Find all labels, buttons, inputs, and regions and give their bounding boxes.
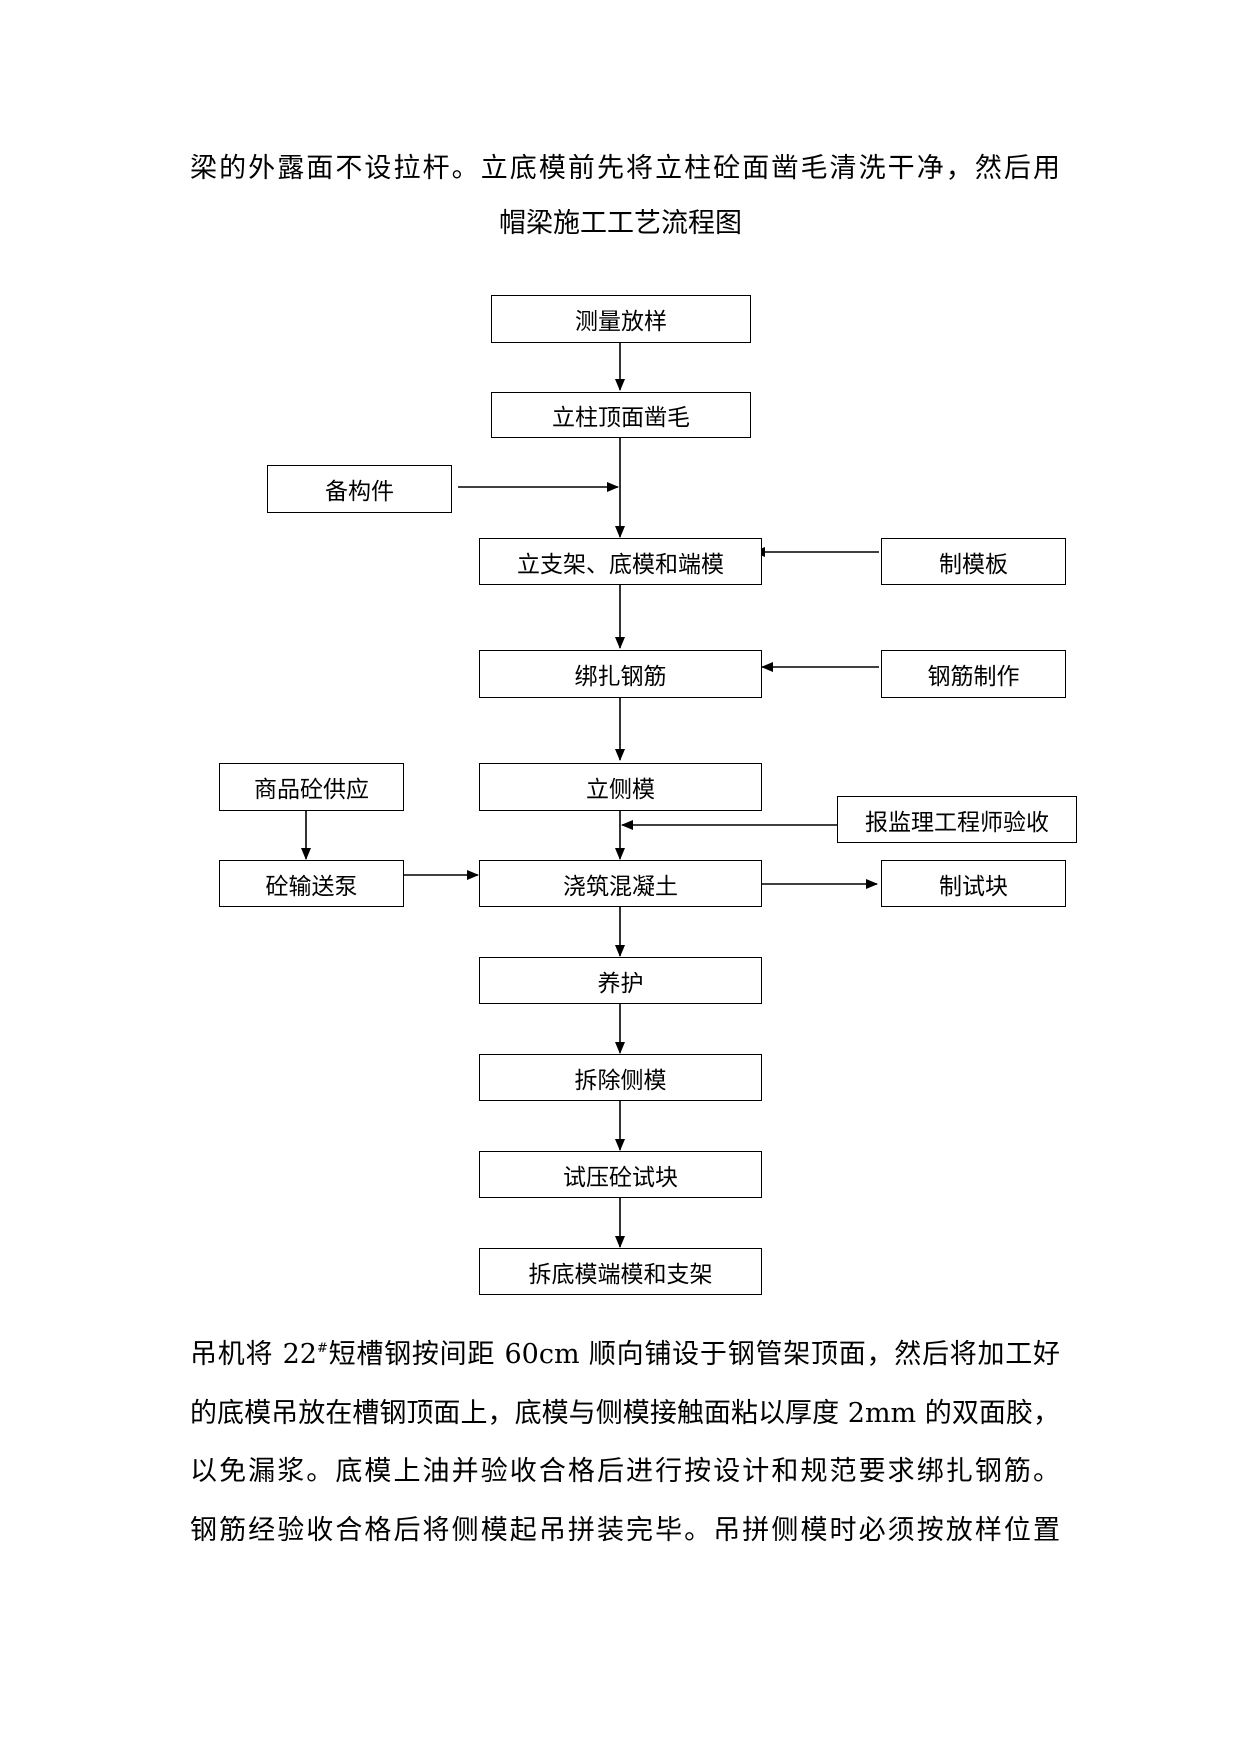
body-line-1: 吊机将 22#短槽钢按间距 60cm 顺向铺设于钢管架顶面，然后将加工好 [190, 1335, 1060, 1375]
node-press-test: 试压砼试块 [479, 1151, 762, 1198]
node-cure: 养护 [479, 957, 762, 1004]
node-chisel: 立柱顶面凿毛 [491, 392, 751, 438]
node-test-block: 制试块 [881, 860, 1066, 907]
node-remove-bottom: 拆底模端模和支架 [479, 1248, 762, 1295]
node-measure: 测量放样 [491, 295, 751, 343]
node-supply: 商品砼供应 [219, 763, 404, 811]
text-top-line: 梁的外露面不设拉杆。立底模前先将立柱砼面凿毛清洗干净，然后用 [190, 153, 1060, 184]
body-line-4: 钢筋经验收合格后将侧模起吊拼装完毕。吊拼侧模时必须按放样位置 [190, 1515, 1060, 1546]
node-rebar-make: 钢筋制作 [881, 650, 1066, 698]
node-side-form: 立侧模 [479, 763, 762, 811]
body-line-1-superscript: # [316, 1341, 328, 1356]
body-line-2: 的底模吊放在槽钢顶面上，底模与侧模接触面粘以厚度 2mm 的双面胶， [190, 1398, 1060, 1429]
node-pour: 浇筑混凝土 [479, 860, 762, 907]
node-supervisor: 报监理工程师验收 [837, 796, 1077, 843]
node-prepare: 备构件 [267, 465, 452, 513]
diagram-title: 帽梁施工工艺流程图 [499, 208, 742, 239]
node-make-board: 制模板 [881, 538, 1066, 585]
node-formwork: 立支架、底模和端模 [479, 538, 762, 585]
body-line-1-part-b: 短槽钢按间距 60cm 顺向铺设于钢管架顶面，然后将加工好 [327, 1339, 1060, 1370]
body-line-1-part-a: 吊机将 22 [190, 1339, 317, 1370]
node-remove-side: 拆除侧模 [479, 1054, 762, 1101]
body-line-3: 以免漏浆。底模上油并验收合格后进行按设计和规范要求绑扎钢筋。 [190, 1456, 1060, 1487]
node-bind-rebar: 绑扎钢筋 [479, 650, 762, 698]
node-pump: 砼输送泵 [219, 860, 404, 907]
